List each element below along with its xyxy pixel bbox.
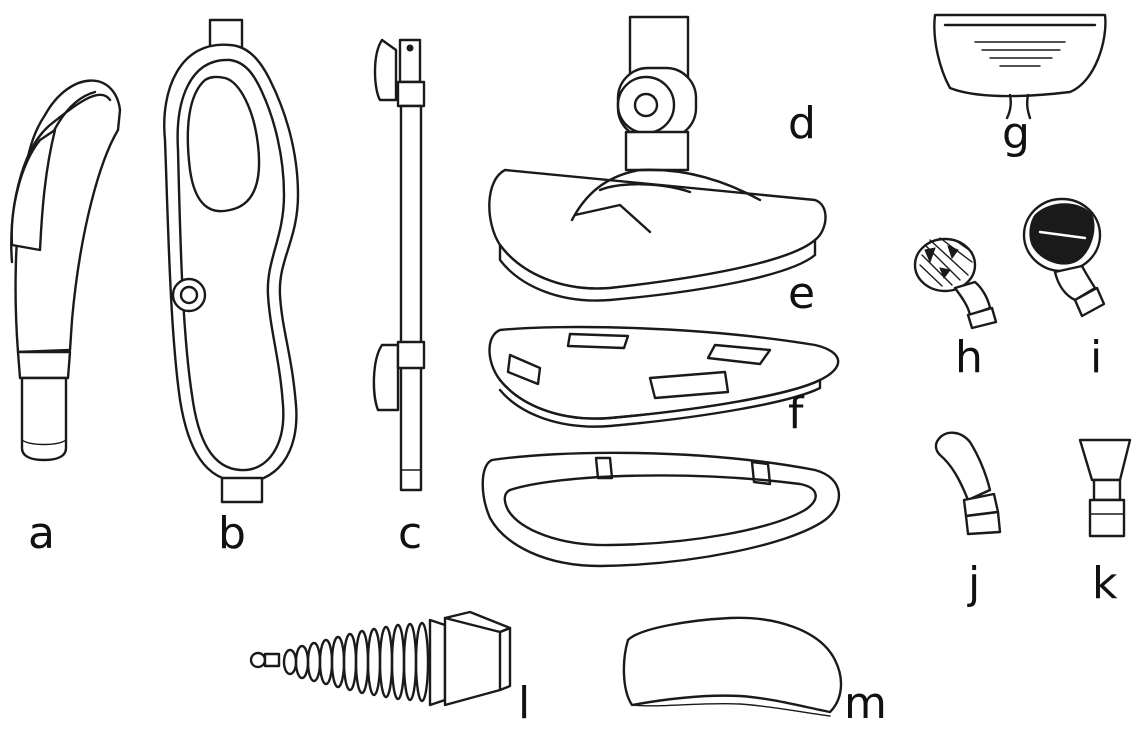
label-e: e bbox=[788, 268, 815, 319]
part-a-handle-grip bbox=[10, 79, 122, 462]
label-j: j bbox=[967, 558, 980, 609]
part-j-angled-nozzle bbox=[934, 431, 1002, 536]
part-k-flat-nozzle bbox=[1078, 438, 1132, 538]
label-m: m bbox=[844, 678, 887, 729]
part-l-coil-brush bbox=[249, 610, 512, 707]
label-i: i bbox=[1090, 332, 1102, 383]
label-k: k bbox=[1092, 558, 1118, 609]
label-b: b bbox=[218, 508, 246, 559]
label-c: c bbox=[398, 508, 422, 559]
part-m-cloth bbox=[622, 616, 843, 717]
label-h: h bbox=[955, 332, 983, 383]
part-b-handle-body bbox=[163, 18, 300, 504]
label-a: a bbox=[28, 508, 55, 559]
label-f: f bbox=[788, 388, 805, 439]
part-h-small-brush bbox=[913, 237, 998, 330]
label-d: d bbox=[788, 98, 816, 149]
part-e-mop-pad bbox=[488, 325, 840, 428]
part-f-pad-frame bbox=[481, 451, 840, 568]
part-d-mop-head bbox=[488, 15, 827, 302]
part-i-large-brush bbox=[1022, 197, 1106, 318]
label-l: l bbox=[518, 678, 530, 729]
part-g-squeegee bbox=[933, 13, 1107, 120]
part-c-extension-tube bbox=[372, 38, 426, 492]
label-g: g bbox=[1002, 108, 1030, 159]
